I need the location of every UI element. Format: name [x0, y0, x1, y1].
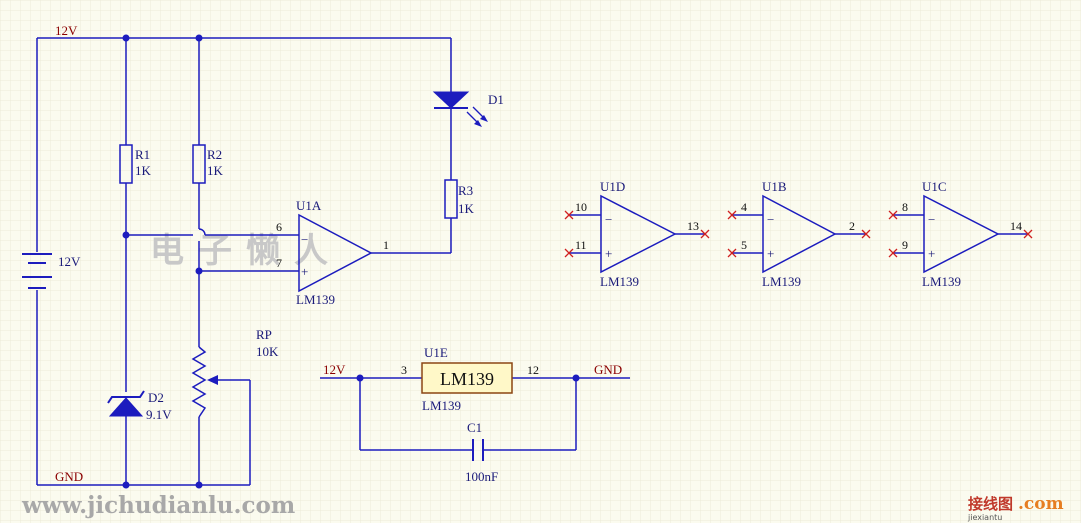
junctions — [122, 34, 580, 489]
d2-value: 9.1V — [146, 407, 172, 422]
u1c-minus-sign: − — [928, 212, 935, 227]
u1b-minus-sign: − — [767, 212, 774, 227]
wires — [36, 37, 1028, 486]
r1-body — [119, 144, 133, 184]
d2-ref: D2 — [148, 390, 164, 405]
battery-label: 12V — [58, 254, 81, 269]
net-label-gnd-bottom: GND — [55, 469, 83, 484]
r2-value: 1K — [207, 163, 224, 178]
u1b-comparator-symbol — [762, 194, 837, 274]
u1a-pin-noninv: 7 — [276, 256, 282, 270]
rp-ref: RP — [256, 327, 272, 342]
u1a-comparator-symbol — [298, 213, 373, 293]
r1-ref: R1 — [135, 147, 150, 162]
net-label-u1e-gnd: GND — [594, 362, 622, 377]
r1-value: 1K — [135, 163, 152, 178]
net-label-u1e-12v: 12V — [323, 362, 346, 377]
u1c-pin-out: 14 — [1010, 219, 1022, 233]
u1d-pin-noninv: 11 — [575, 238, 587, 252]
site-watermark: www.jichudianlu.com — [21, 492, 295, 519]
u1c-part: LM139 — [922, 274, 961, 289]
u1c-pin-noninv: 9 — [902, 238, 908, 252]
u1a-part: LM139 — [296, 292, 335, 307]
u1d-pin-out: 13 — [687, 219, 699, 233]
logo-watermark-cn: 接线图 — [968, 495, 1013, 513]
u1a-pin-inv: 6 — [276, 220, 282, 234]
u1e-body — [421, 362, 513, 394]
c1-capacitor-symbol — [472, 439, 484, 461]
no-connect-markers — [564, 210, 1033, 258]
u1a-ref: U1A — [296, 198, 322, 213]
u1b-pin-noninv: 5 — [741, 238, 747, 252]
u1d-minus-sign: − — [605, 212, 612, 227]
u1c-plus-sign: + — [928, 246, 935, 261]
u1e-part: LM139 — [422, 398, 461, 413]
r3-ref: R3 — [458, 183, 473, 198]
u1d-part: LM139 — [600, 274, 639, 289]
u1e-ref: U1E — [424, 345, 448, 360]
u1b-ref: U1B — [762, 179, 787, 194]
r2-ref: R2 — [207, 147, 222, 162]
net-label-12v-top: 12V — [55, 23, 78, 38]
rp-value: 10K — [256, 344, 279, 359]
r2-body — [192, 144, 206, 184]
battery-symbol — [22, 253, 52, 289]
d2-zener-symbol — [107, 390, 145, 417]
u1b-plus-sign: + — [767, 246, 774, 261]
r3-body — [444, 179, 458, 219]
u1e-pin-left: 3 — [401, 363, 407, 377]
d1-led-symbol — [432, 91, 488, 127]
u1a-pin-out: 1 — [383, 238, 389, 252]
u1e-box-label: LM139 — [440, 369, 494, 389]
u1d-comparator-symbol — [600, 194, 677, 274]
u1b-pin-out: 2 — [849, 219, 855, 233]
logo-watermark-dotcom: .com — [1018, 494, 1064, 514]
u1e-pin-right: 12 — [527, 363, 539, 377]
u1c-comparator-symbol — [923, 194, 1000, 274]
u1b-pin-inv: 4 — [741, 200, 747, 214]
u1b-part: LM139 — [762, 274, 801, 289]
u1a-minus-sign: − — [301, 232, 308, 247]
u1a-plus-sign: + — [301, 264, 308, 279]
r3-value: 1K — [458, 201, 475, 216]
rp-potentiometer-symbol — [191, 346, 218, 418]
u1d-ref: U1D — [600, 179, 625, 194]
c1-ref: C1 — [467, 420, 482, 435]
u1c-ref: U1C — [922, 179, 947, 194]
u1d-pin-inv: 10 — [575, 200, 587, 214]
u1c-pin-inv: 8 — [902, 200, 908, 214]
logo-watermark-small: jiexiantu — [967, 513, 1002, 522]
center-watermark: 电子懒人 — [150, 231, 342, 271]
u1d-plus-sign: + — [605, 246, 612, 261]
d1-ref: D1 — [488, 92, 504, 107]
c1-value: 100nF — [465, 469, 498, 484]
